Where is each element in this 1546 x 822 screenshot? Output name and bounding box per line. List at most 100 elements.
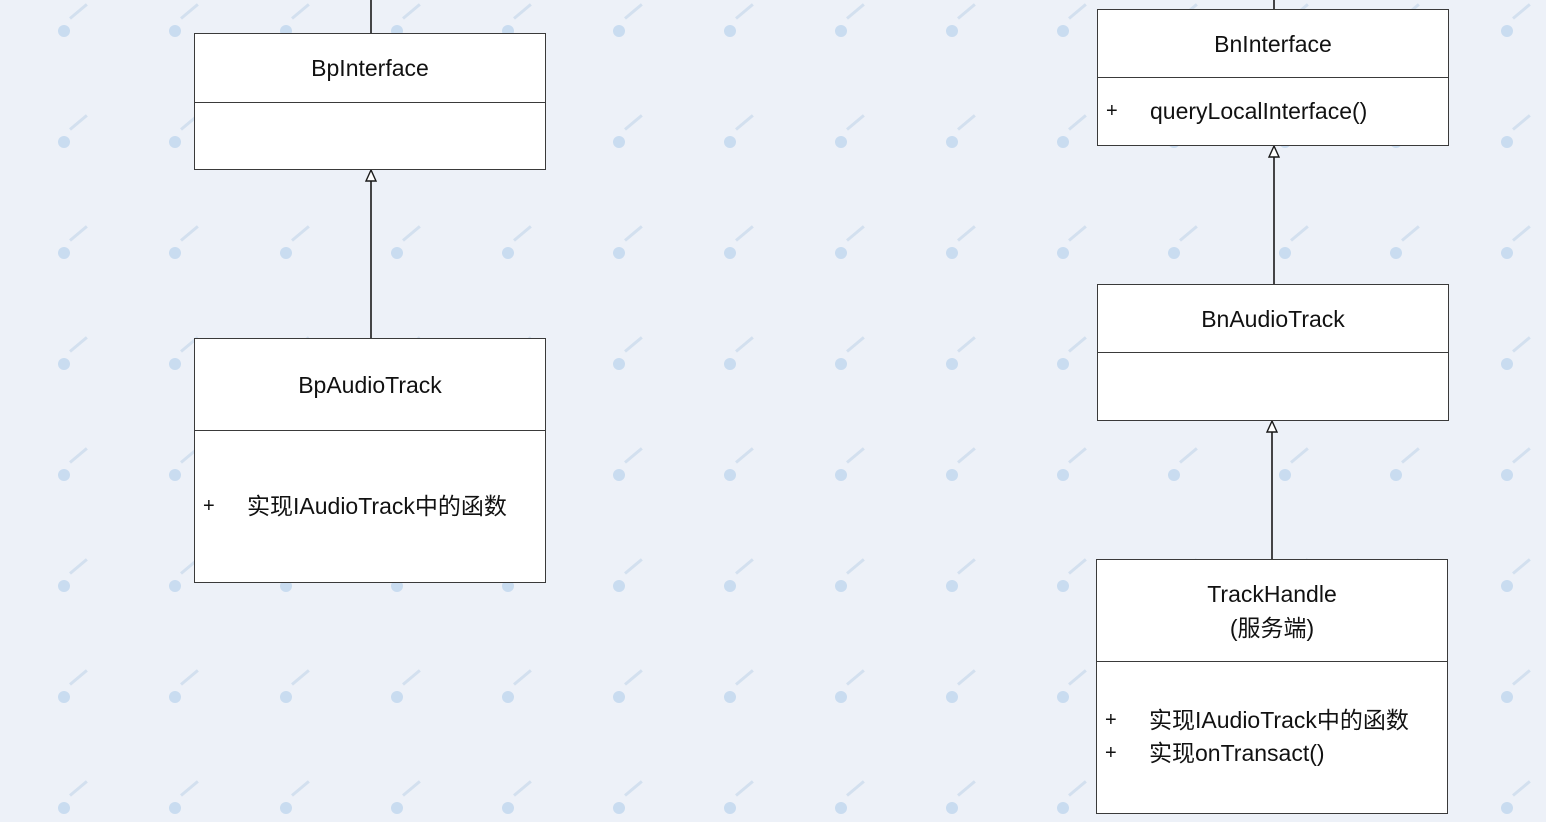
watermark-icon — [502, 558, 532, 592]
watermark-icon — [1279, 225, 1309, 259]
watermark-icon — [946, 780, 976, 814]
watermark-icon — [835, 225, 865, 259]
watermark-icon — [724, 225, 754, 259]
member-row: + 实现IAudioTrack中的函数 — [1105, 704, 1447, 737]
watermark-icon — [280, 669, 310, 703]
watermark-icon — [58, 336, 88, 370]
watermark-icon — [1501, 114, 1531, 148]
watermark-icon — [1501, 780, 1531, 814]
visibility-marker: + — [1105, 709, 1117, 731]
watermark-icon — [946, 3, 976, 37]
class-box-bpaudiotrack[interactable]: BpAudioTrack + 实现IAudioTrack中的函数 — [194, 338, 546, 583]
watermark-icon — [724, 780, 754, 814]
watermark-icon — [724, 114, 754, 148]
watermark-icon — [58, 669, 88, 703]
watermark-icon — [391, 669, 421, 703]
watermark-icon — [1390, 447, 1420, 481]
class-members — [195, 103, 545, 169]
watermark-icon — [835, 447, 865, 481]
member-row: + 实现onTransact() — [1105, 737, 1447, 770]
class-box-trackhandle[interactable]: TrackHandle (服务端) + 实现IAudioTrack中的函数 + … — [1096, 559, 1448, 814]
watermark-icon — [280, 558, 310, 592]
watermark-icon — [613, 669, 643, 703]
watermark-icon — [391, 225, 421, 259]
inheritance-arrow-bnaudiotrack — [1265, 419, 1279, 433]
watermark-icon — [280, 780, 310, 814]
inheritance-arrow-bpinterface — [364, 168, 378, 182]
class-header: BnInterface — [1098, 10, 1448, 78]
class-name: BpInterface — [311, 55, 429, 81]
watermark-icon — [58, 3, 88, 37]
watermark-icon — [613, 3, 643, 37]
watermark-icon — [1168, 225, 1198, 259]
watermark-icon — [835, 558, 865, 592]
watermark-icon — [1501, 558, 1531, 592]
watermark-icon — [169, 558, 199, 592]
class-header: TrackHandle (服务端) — [1097, 560, 1447, 662]
watermark-icon — [502, 780, 532, 814]
watermark-icon — [280, 225, 310, 259]
watermark-icon — [58, 225, 88, 259]
watermark-icon — [1501, 225, 1531, 259]
watermark-icon — [724, 3, 754, 37]
class-name: BnInterface — [1214, 30, 1332, 57]
watermark-icon — [1057, 336, 1087, 370]
watermark-icon — [391, 780, 421, 814]
watermark-icon — [1057, 558, 1087, 592]
watermark-icon — [169, 336, 199, 370]
class-subtitle: (服务端) — [1229, 614, 1315, 641]
watermark-icon — [946, 447, 976, 481]
inheritance-arrow-bninterface — [1267, 144, 1281, 158]
class-header: BpInterface — [195, 34, 545, 103]
watermark-icon — [835, 669, 865, 703]
visibility-marker: + — [203, 494, 215, 517]
class-header: BnAudioTrack — [1098, 285, 1448, 353]
member-text: queryLocalInterface() — [1150, 97, 1368, 124]
watermark-icon — [169, 780, 199, 814]
class-members: + queryLocalInterface() — [1098, 78, 1448, 144]
watermark-icon — [1390, 225, 1420, 259]
watermark-icon — [946, 114, 976, 148]
watermark-icon — [1501, 669, 1531, 703]
member-row: + 实现IAudioTrack中的函数 — [203, 490, 545, 523]
watermark-icon — [613, 225, 643, 259]
visibility-marker: + — [1105, 742, 1117, 764]
watermark-icon — [946, 558, 976, 592]
watermark-icon — [835, 3, 865, 37]
watermark-icon — [724, 669, 754, 703]
watermark-icon — [835, 114, 865, 148]
watermark-icon — [169, 447, 199, 481]
watermark-icon — [169, 225, 199, 259]
watermark-icon — [502, 669, 532, 703]
class-name: BnAudioTrack — [1201, 305, 1345, 332]
member-text: 实现onTransact() — [1149, 740, 1325, 766]
watermark-icon — [391, 558, 421, 592]
watermark-icon — [169, 3, 199, 37]
watermark-icon — [169, 669, 199, 703]
class-box-bnaudiotrack[interactable]: BnAudioTrack — [1097, 284, 1449, 421]
watermark-icon — [1501, 447, 1531, 481]
class-members: + 实现IAudioTrack中的函数 — [195, 431, 545, 581]
watermark-icon — [724, 336, 754, 370]
class-name: TrackHandle — [1207, 580, 1337, 607]
watermark-icon — [1501, 3, 1531, 37]
watermark-icon — [1057, 447, 1087, 481]
watermark-icon — [1057, 780, 1087, 814]
watermark-icon — [58, 558, 88, 592]
watermark-icon — [724, 447, 754, 481]
class-box-bninterface[interactable]: BnInterface + queryLocalInterface() — [1097, 9, 1449, 146]
watermark-icon — [835, 336, 865, 370]
watermark-icon — [613, 447, 643, 481]
watermark-icon — [946, 336, 976, 370]
class-members: + 实现IAudioTrack中的函数 + 实现onTransact() — [1097, 662, 1447, 812]
watermark-icon — [1279, 447, 1309, 481]
watermark-icon — [1057, 669, 1087, 703]
watermark-icon — [724, 558, 754, 592]
watermark-icon — [946, 225, 976, 259]
watermark-icon — [613, 780, 643, 814]
watermark-icon — [1057, 225, 1087, 259]
class-box-bpinterface[interactable]: BpInterface — [194, 33, 546, 170]
watermark-icon — [613, 558, 643, 592]
watermark-icon — [1168, 447, 1198, 481]
